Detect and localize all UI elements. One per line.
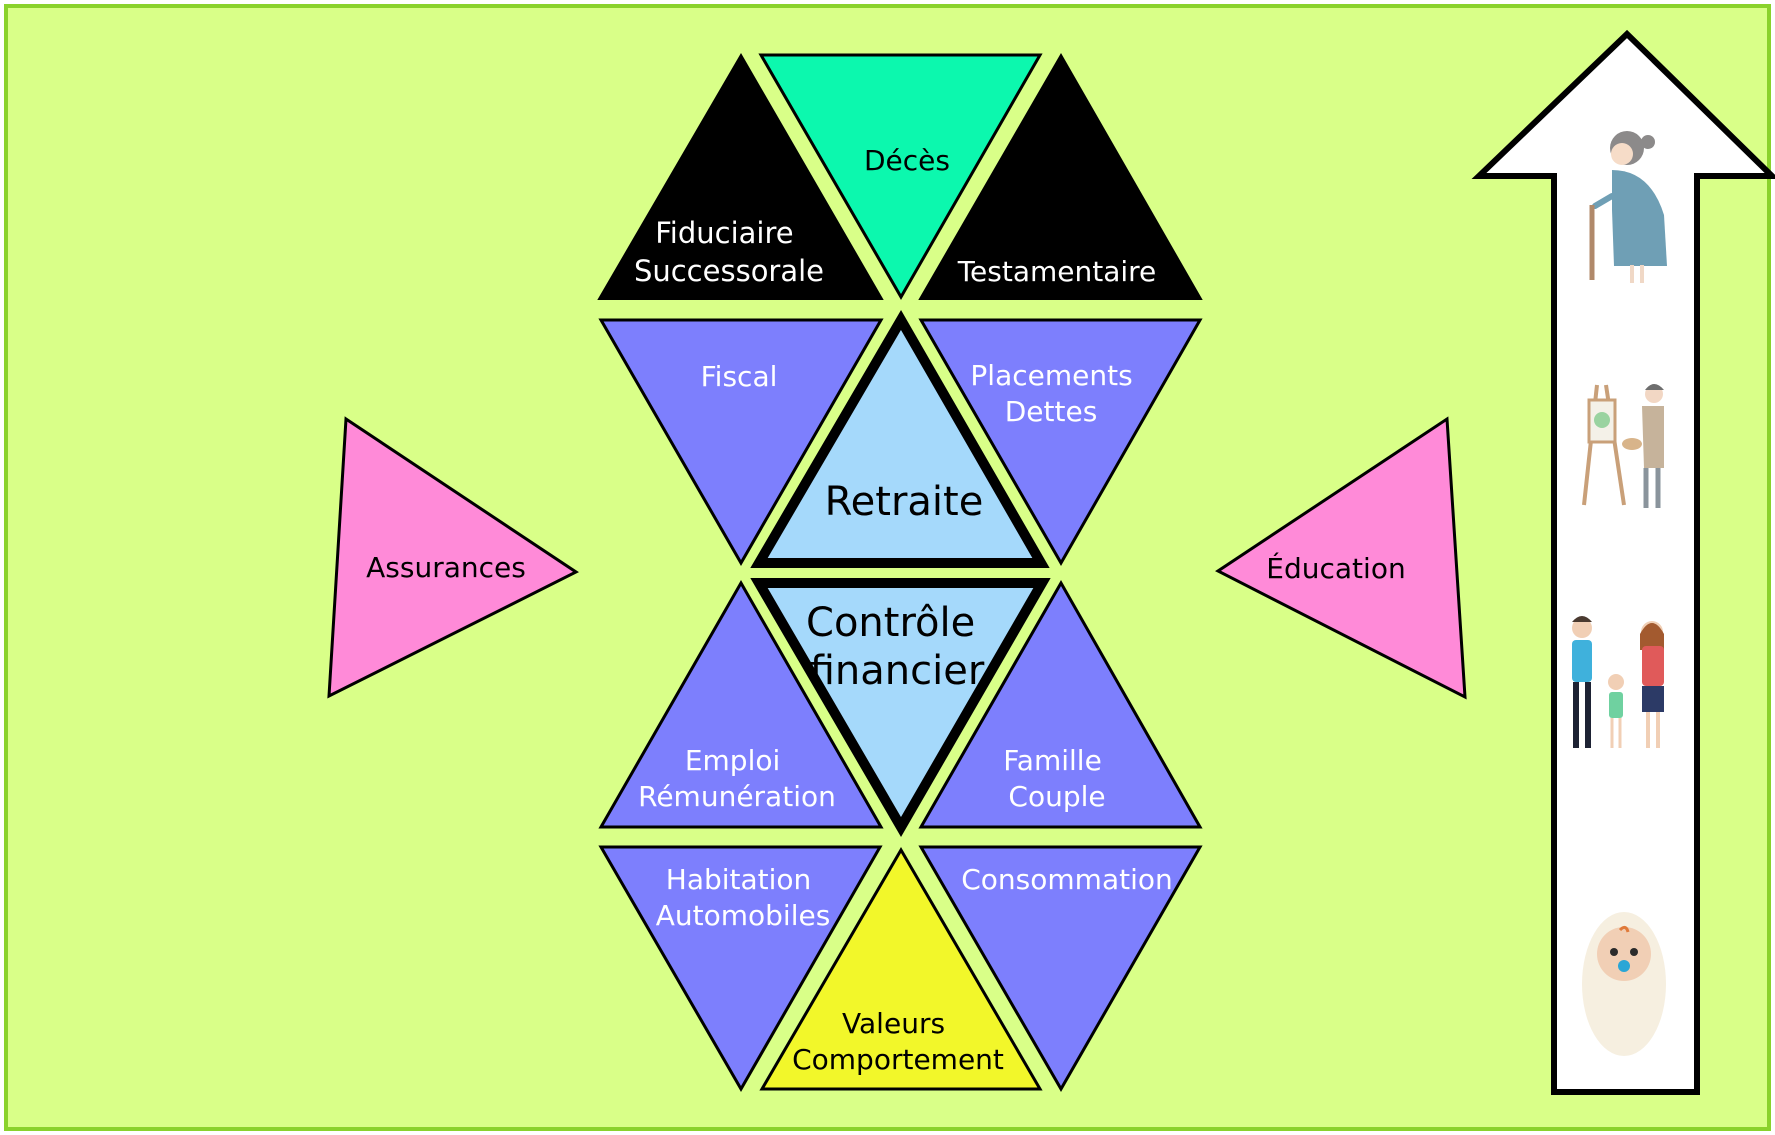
label-fiduciaire: Fiduciaire Successorale <box>634 216 824 288</box>
label-education: Éducation <box>1266 551 1405 585</box>
triangle-testamentaire <box>918 52 1203 300</box>
label-retraite: Retraite <box>825 479 984 525</box>
baby-icon <box>1582 912 1666 1056</box>
triangle-placements <box>918 318 1203 567</box>
triangle-fiscal <box>598 318 884 567</box>
label-deces: Décès <box>864 144 950 177</box>
triangle-retraite <box>750 310 1050 568</box>
triangle-emploi <box>598 579 884 829</box>
label-valeurs: Valeurs Comportement <box>792 1007 1004 1076</box>
triangle-valeurs <box>759 847 1043 1091</box>
triangle-assurances <box>327 416 579 699</box>
triangle-education <box>1215 416 1467 700</box>
triangle-controle <box>750 578 1051 837</box>
label-controle: Contrôle financier <box>806 600 988 694</box>
painter-icon <box>1582 384 1664 508</box>
life-timeline-arrow <box>1471 29 1775 1095</box>
triangle-fiduciaire <box>597 53 884 300</box>
label-consommation: Consommation <box>961 863 1173 896</box>
label-placements: Placements Dettes <box>970 359 1141 428</box>
label-fiscal: Fiscal <box>701 360 778 393</box>
triangle-deces <box>758 53 1043 301</box>
triangle-habitation <box>598 845 883 1093</box>
label-habitation: Habitation Automobiles <box>656 863 831 932</box>
label-testamentaire: Testamentaire <box>957 255 1157 288</box>
label-emploi: Emploi Rémunération <box>638 744 836 813</box>
triangle-consommation <box>918 845 1203 1093</box>
triangle-famille <box>918 579 1203 829</box>
family-icon <box>1572 616 1664 748</box>
label-famille: Famille Couple <box>1003 744 1110 813</box>
label-assurances: Assurances <box>366 551 526 584</box>
elderly-person-icon <box>1589 131 1667 283</box>
